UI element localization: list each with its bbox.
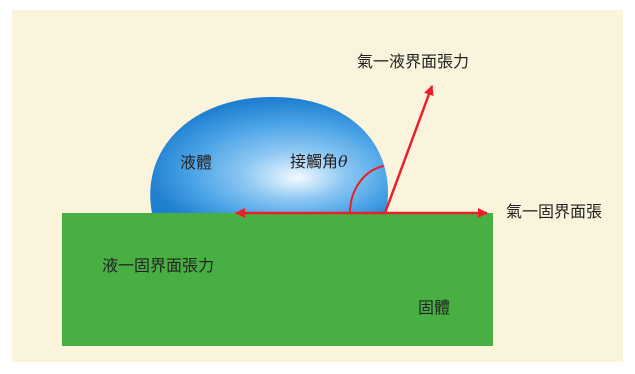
gas-solid-tension-label: 氣一固界面張 <box>506 202 603 221</box>
liquid-solid-tension-label: 液一固界面張力 <box>102 256 215 275</box>
contact-angle-arc <box>349 165 385 214</box>
liquid-droplet <box>150 96 388 213</box>
contact-angle-label: 接觸角θ <box>290 153 348 171</box>
solid-block <box>62 213 493 346</box>
theta-symbol: θ <box>338 152 348 171</box>
solid-label: 固體 <box>418 298 451 317</box>
gas-liquid-tension-label: 氣一液界面張力 <box>357 52 470 71</box>
liquid-label: 液體 <box>180 153 213 172</box>
gas-liquid-tension-arrow <box>383 85 434 214</box>
contact-angle-text: 接觸角 <box>290 152 339 171</box>
